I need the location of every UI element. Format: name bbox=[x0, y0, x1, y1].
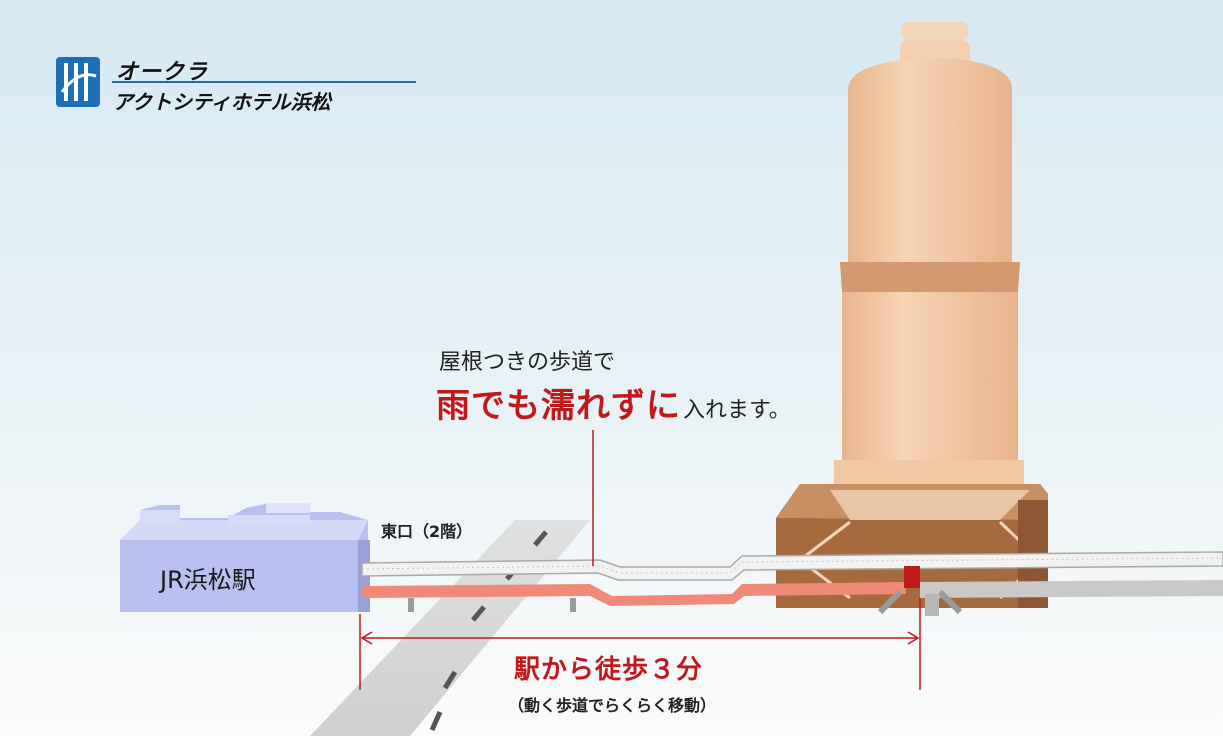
covered-walkway bbox=[361, 551, 1223, 616]
hotel-name-line2: アクトシティホテル浜松 bbox=[113, 90, 331, 114]
callout-line1: 屋根つきの歩道で bbox=[439, 350, 616, 375]
hotel-tower bbox=[834, 22, 1026, 518]
walk-time-label: 駅から徒歩３分 bbox=[514, 655, 704, 685]
station-exit-label: 東口（2階） bbox=[381, 522, 473, 541]
callout-emphasis: 雨でも濡れずに bbox=[436, 386, 681, 426]
station-label: JR浜松駅 bbox=[160, 566, 256, 594]
callout-line2: 雨でも濡れずに入れます。 bbox=[436, 378, 791, 427]
walk-time-sublabel: （動く歩道でらくらく移動） bbox=[508, 696, 717, 715]
hotel-name-line1: オークラ bbox=[116, 60, 209, 85]
jr-station-building bbox=[120, 503, 370, 612]
distance-dimension bbox=[359, 598, 921, 690]
callout-tail: 入れます。 bbox=[683, 398, 791, 423]
hotel-logo-icon bbox=[56, 57, 100, 107]
